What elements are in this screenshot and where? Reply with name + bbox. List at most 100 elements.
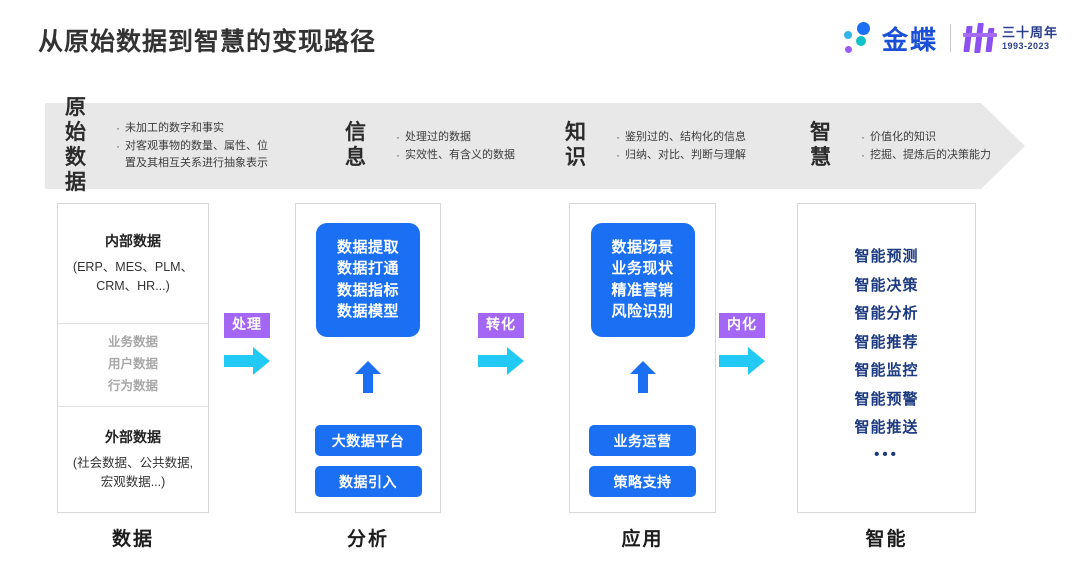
stage-information-key-line1: 信 xyxy=(345,121,366,145)
column-application-panel: 数据场景 业务现状 精准营销 风险识别 业务运营 策略支持 xyxy=(569,203,716,513)
analysis-capability-card: 数据提取 数据打通 数据指标 数据模型 xyxy=(316,223,420,338)
intelligence-item: 智能推荐 xyxy=(854,333,919,351)
stage-knowledge-bullet: · 归纳、对比、判断与理解 xyxy=(611,147,746,164)
application-capability-line: 数据场景 xyxy=(611,239,674,256)
connector-process-arrow-icon xyxy=(224,346,270,380)
anniversary-badge: 三十周年 1993-2023 xyxy=(962,22,1058,54)
stage-wisdom-key-line2: 慧 xyxy=(810,146,831,169)
application-strategy-pill: 策略支持 xyxy=(589,466,696,498)
stage-raw-data: 原始 数据 · 未加工的数字和事实 · 对客观事物的数量、属性、位 置及其相互关… xyxy=(45,96,345,193)
application-capability-line: 风险识别 xyxy=(611,302,674,320)
bullet-dot-icon: · xyxy=(861,147,865,162)
stage-wisdom-bullet-text: 挖掘、提炼后的决策能力 xyxy=(870,148,991,161)
analysis-capability-line: 数据打通 xyxy=(336,260,399,278)
stage-banner-arrow xyxy=(45,103,1025,189)
bullet-dot-icon: · xyxy=(116,121,120,135)
application-operations-pill: 业务运营 xyxy=(589,425,696,457)
logo-brand-text: 金蝶 xyxy=(881,25,938,56)
connector-internalize: 内化 xyxy=(719,313,765,380)
stage-knowledge-bullet: · 鉴别过的、结构化的信息 xyxy=(611,129,746,146)
column-footer-application: 应用 xyxy=(621,529,664,550)
stage-information-key-line2: 息 xyxy=(345,146,366,169)
intelligence-item: 智能推送 xyxy=(854,419,919,437)
anniversary-label: 三十周年 xyxy=(1001,24,1058,40)
stage-knowledge: 知 识 · 鉴别过的、结构化的信息 · 归纳、对比、判断与理解 xyxy=(565,103,810,189)
connector-process: 处理 xyxy=(224,313,270,380)
anniversary-years: 1993-2023 xyxy=(1001,40,1050,51)
stage-wisdom-bullet: · 挖掘、提炼后的决策能力 xyxy=(856,147,991,164)
internal-data-desc-line1: (ERP、MES、PLM、 xyxy=(72,259,194,274)
bullet-dot-icon: · xyxy=(861,129,865,144)
logo-divider xyxy=(949,24,951,52)
data-type-item: 行为数据 xyxy=(107,378,158,393)
stage-raw-data-bullet-text2: 置及其相互关系进行抽象表示 xyxy=(125,157,268,169)
application-capability-line: 业务现状 xyxy=(611,260,674,278)
analysis-capability-line: 数据指标 xyxy=(336,281,399,299)
intelligence-item: 智能预警 xyxy=(854,390,919,408)
intelligence-ellipsis: ••• xyxy=(874,445,899,463)
stage-raw-data-bullet-text: 对客观事物的数量、属性、位 xyxy=(125,140,268,152)
column-analysis: 数据提取 数据打通 数据指标 数据模型 大数据平台 数据引入 xyxy=(295,203,441,513)
analysis-up-arrow-icon xyxy=(355,361,381,398)
stage-raw-data-bullet-text: 未加工的数字和事实 xyxy=(125,122,224,134)
application-up-arrow-icon xyxy=(629,361,656,398)
anniversary-strokes-icon xyxy=(962,22,997,54)
connector-transform: 转化 xyxy=(478,313,524,380)
stage-banner-content: 原始 数据 · 未加工的数字和事实 · 对客观事物的数量、属性、位 置及其相互关… xyxy=(45,96,1025,193)
connector-process-label: 处理 xyxy=(224,313,270,338)
stage-wisdom-bullet: · 价值化的知识 xyxy=(856,129,991,146)
stage-information-key: 信 息 xyxy=(345,121,379,171)
bullet-dot-icon: · xyxy=(396,147,400,162)
intelligence-item: 智能预测 xyxy=(854,248,919,266)
analysis-ingest-pill: 数据引入 xyxy=(314,466,422,498)
stage-information: 信 息 · 处理过的数据 · 实效性、有含义的数据 xyxy=(345,103,565,189)
bullet-dot-icon: · xyxy=(616,129,620,144)
stage-raw-data-key-line1: 原始 xyxy=(65,96,86,145)
internal-data-desc-line2: CRM、HR...) xyxy=(96,279,170,293)
external-data-title: 外部数据 xyxy=(105,428,161,445)
stage-information-bullet-text: 实效性、有含义的数据 xyxy=(405,148,515,161)
stage-knowledge-key-line1: 知 xyxy=(565,121,586,145)
analysis-capability-line: 数据提取 xyxy=(336,239,399,256)
stage-information-bullet-text: 处理过的数据 xyxy=(405,130,471,143)
column-analysis-panel: 数据提取 数据打通 数据指标 数据模型 大数据平台 数据引入 xyxy=(295,203,441,513)
application-capability-line: 精准营销 xyxy=(611,281,674,299)
data-type-item: 用户数据 xyxy=(107,357,158,372)
stage-raw-data-key: 原始 数据 xyxy=(65,96,99,195)
stage-information-bullet: · 处理过的数据 xyxy=(391,129,515,146)
stage-information-bullet: · 实效性、有含义的数据 xyxy=(391,147,515,164)
kingdee-logo: 金蝶 三十周年 1993-2023 xyxy=(842,18,1058,58)
intelligence-item: 智能监控 xyxy=(854,362,919,380)
column-footer-intelligence: 智能 xyxy=(865,529,908,550)
analysis-capability-line: 数据模型 xyxy=(336,302,399,320)
column-intelligence: 智能预测 智能决策 智能分析 智能推荐 智能监控 智能预警 智能推送 ••• xyxy=(797,203,976,513)
application-capability-card: 数据场景 业务现状 精准营销 风险识别 xyxy=(590,223,695,338)
stage-knowledge-key: 知 识 xyxy=(565,121,599,171)
external-data-section: 外部数据 (社会数据、公共数据, 宏观数据...) xyxy=(58,407,208,512)
stage-raw-data-bullet: · 对客观事物的数量、属性、位 置及其相互关系进行抽象表示 xyxy=(111,138,268,172)
internal-data-title: 内部数据 xyxy=(105,232,161,249)
column-footer-analysis: 分析 xyxy=(346,529,389,550)
data-type-item: 业务数据 xyxy=(107,335,158,350)
connector-transform-arrow-icon xyxy=(478,346,524,380)
stage-wisdom-key: 智 慧 xyxy=(810,121,844,171)
connector-internalize-arrow-icon xyxy=(719,346,765,380)
stage-knowledge-bullet-text: 鉴别过的、结构化的信息 xyxy=(625,130,746,143)
intelligence-item: 智能决策 xyxy=(854,276,919,294)
page-title: 从原始数据到智慧的变现路径 xyxy=(38,28,377,56)
stage-wisdom-key-line1: 智 xyxy=(810,121,831,145)
stage-knowledge-key-line2: 识 xyxy=(565,146,586,169)
stage-wisdom: 智 慧 · 价值化的知识 · 挖掘、提炼后的决策能力 xyxy=(810,103,1025,189)
connector-internalize-label: 内化 xyxy=(719,313,765,338)
column-application: 数据场景 业务现状 精准营销 风险识别 业务运营 策略支持 xyxy=(569,203,716,513)
stage-raw-data-key-line2: 数据 xyxy=(65,146,86,194)
column-data-panel: 内部数据 (ERP、MES、PLM、 CRM、HR...) 业务数据 用户数据 … xyxy=(57,203,209,513)
column-data: 内部数据 (ERP、MES、PLM、 CRM、HR...) 业务数据 用户数据 … xyxy=(57,203,209,513)
data-types-section: 业务数据 用户数据 行为数据 xyxy=(58,324,208,407)
stage-raw-data-bullet: · 未加工的数字和事实 xyxy=(111,120,268,137)
internal-data-section: 内部数据 (ERP、MES、PLM、 CRM、HR...) xyxy=(58,204,208,324)
connector-transform-label: 转化 xyxy=(478,313,524,338)
external-data-desc-line1: (社会数据、公共数据, xyxy=(72,455,194,470)
bullet-dot-icon: · xyxy=(616,147,620,162)
